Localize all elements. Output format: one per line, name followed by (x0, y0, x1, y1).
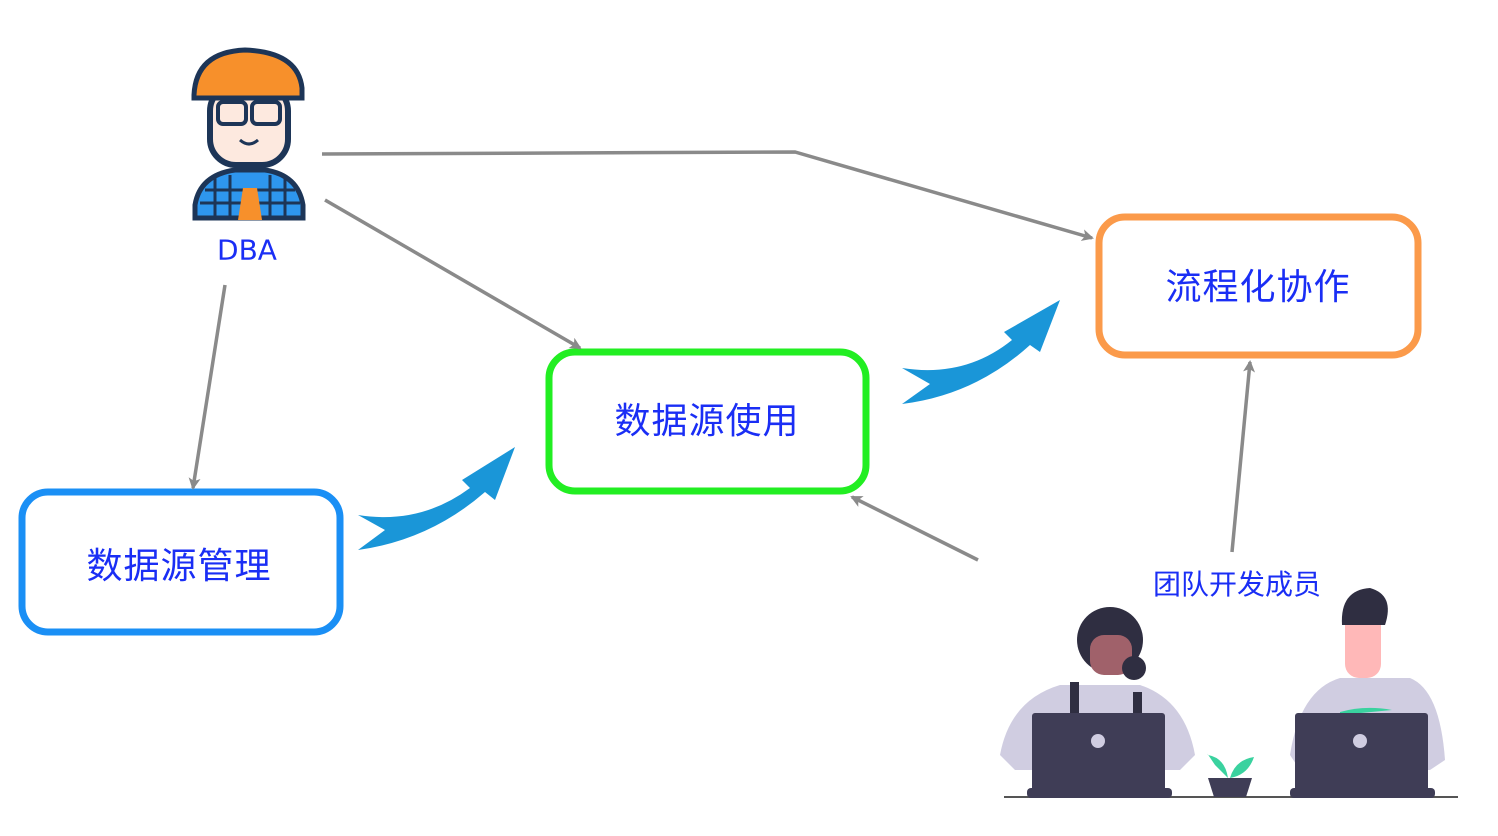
team-members-label: 团队开发成员 (1152, 568, 1322, 601)
box-workflow-collaboration (1095, 213, 1422, 359)
datasource-management-label: 数据源管理 (86, 546, 272, 587)
box-datasource-management (18, 488, 344, 636)
arrow-dba-to-usage (324, 198, 582, 350)
box-datasource-usage (545, 348, 870, 495)
datasource-usage-label: 数据源使用 (614, 401, 800, 442)
dba-avatar-icon (191, 47, 306, 221)
arrow-team-to-workflow (1230, 360, 1256, 553)
flow-arrow-usage-to-workflow (902, 300, 1060, 404)
workflow-collaboration-label: 流程化协作 (1165, 267, 1351, 308)
flow-arrow-management-to-usage (358, 447, 515, 550)
arrow-dba-to-management (188, 284, 227, 490)
dba-label: DBA (217, 233, 277, 267)
team-illustration (1000, 588, 1458, 798)
arrow-dba-to-workflow (321, 150, 1094, 241)
arrow-team-to-usage (850, 495, 979, 562)
